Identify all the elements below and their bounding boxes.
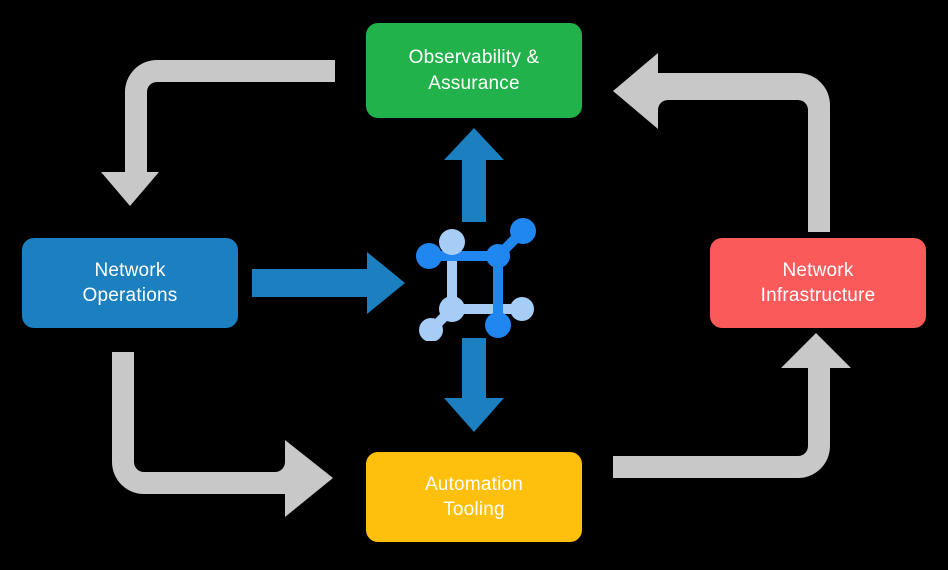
connector-network-infrastructure-to-observability: [613, 53, 830, 232]
node-network-operations[interactable]: Network Operations: [22, 238, 238, 328]
node-automation-tooling[interactable]: Automation Tooling: [366, 452, 582, 542]
network-node: [510, 297, 534, 321]
network-node: [416, 243, 442, 269]
node-label-network-infrastructure: Network Infrastructure: [760, 259, 876, 306]
connector-center-to-automation-tooling: [444, 338, 504, 432]
network-node: [486, 244, 510, 268]
connector-observability-to-network-operations: [101, 60, 335, 206]
network-node: [419, 318, 443, 341]
connector-network-operations-to-center: [252, 252, 405, 314]
node-label-network-operations: Network Operations: [82, 259, 178, 306]
connector-automation-tooling-to-network-infrastructure: [613, 333, 851, 478]
network-node: [510, 218, 536, 244]
network-nodes-icon: [416, 218, 536, 341]
connector-center-to-observability: [444, 128, 504, 222]
network-node: [439, 229, 465, 255]
node-label-automation-tooling: Automation Tooling: [424, 473, 524, 520]
node-label-observability-assurance: Observability & Assurance: [408, 47, 540, 94]
network-node: [485, 312, 511, 338]
node-observability-assurance[interactable]: Observability & Assurance: [366, 23, 582, 118]
connector-network-operations-to-automation-tooling: [112, 352, 333, 517]
node-network-infrastructure[interactable]: Network Infrastructure: [710, 238, 926, 328]
network-node: [439, 296, 465, 322]
